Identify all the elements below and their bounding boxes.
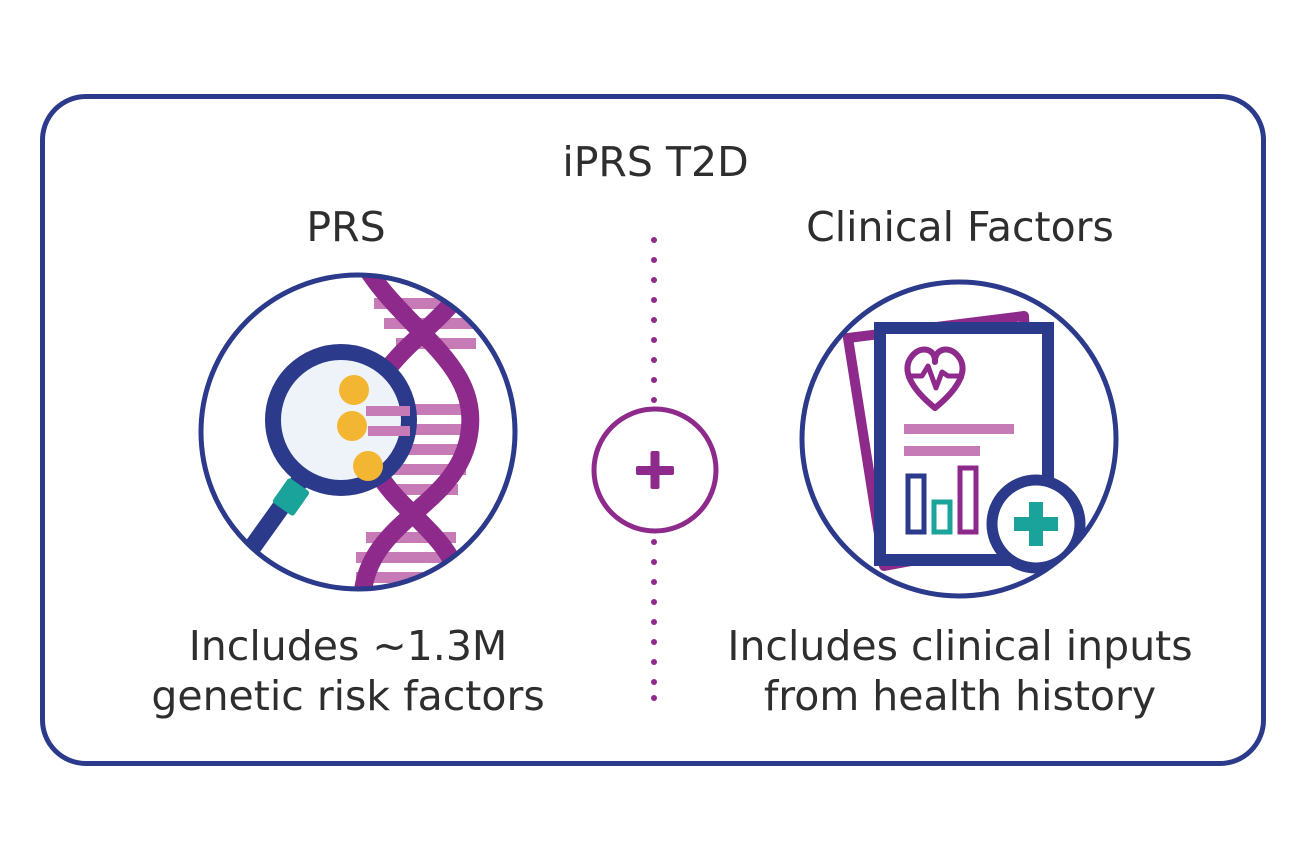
clinical-caption: Includes clinical inputs from health his… xyxy=(700,621,1220,721)
prs-caption-line-1: Includes ~1.3M xyxy=(188,622,508,670)
divider-top xyxy=(651,237,657,403)
iprs-card xyxy=(40,94,1266,766)
prs-caption: Includes ~1.3M genetic risk factors xyxy=(98,621,598,721)
plus-icon xyxy=(591,406,719,534)
prs-heading: PRS xyxy=(306,203,386,251)
medical-report-icon xyxy=(799,279,1119,599)
clinical-caption-line-1: Includes clinical inputs xyxy=(727,622,1193,670)
dna-magnifier-icon xyxy=(198,272,518,592)
clinical-factors-heading: Clinical Factors xyxy=(806,203,1114,251)
divider-bottom xyxy=(651,539,657,701)
page-title: iPRS T2D xyxy=(562,138,749,186)
prs-caption-line-2: genetic risk factors xyxy=(151,672,545,720)
clinical-caption-line-2: from health history xyxy=(763,672,1157,720)
